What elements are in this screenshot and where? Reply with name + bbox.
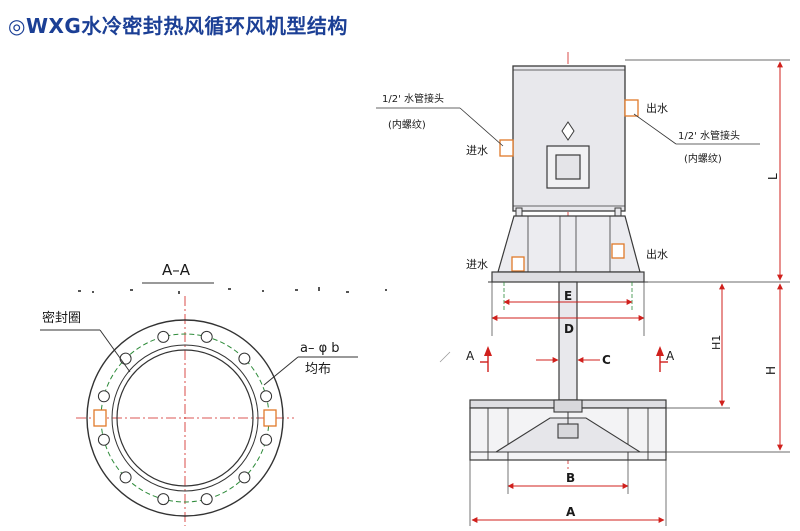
outlet-upper-label: 出水: [646, 101, 668, 115]
dimension-E-label: E: [564, 289, 572, 303]
bolt-hole: [200, 493, 213, 506]
bolt-hole: [238, 352, 251, 365]
lifting-eye: [561, 121, 575, 141]
dimension-A-label: A: [566, 505, 576, 519]
dimension-B-label: B: [566, 471, 575, 485]
dimension-H-label: H: [764, 366, 778, 375]
holes-leader: [263, 356, 299, 386]
right-fitting-note: (内螺纹): [684, 152, 722, 165]
bolt-hole: [200, 330, 213, 343]
mounting-flange: [491, 271, 645, 283]
junction-box-cover: [555, 154, 581, 180]
section-view: A–A 密封圈: [40, 261, 387, 526]
seal-label: 密封圈: [42, 310, 81, 326]
section-mark-right: A: [666, 349, 675, 363]
diagram-title: ◎WXG水冷密封热风循环风机型结构: [8, 14, 348, 38]
bolt-hole: [119, 471, 132, 484]
water-port-right: [263, 409, 277, 427]
dimension-L-label: L: [766, 173, 780, 180]
hub-nut-lower: [557, 423, 579, 439]
bolt-hole: [238, 471, 251, 484]
bore-circle: [116, 349, 254, 487]
bolt-hole: [260, 433, 273, 446]
flange-outer-circle: [86, 319, 284, 517]
bolt-hole: [97, 433, 110, 446]
seal-ring-circle: [111, 344, 259, 492]
bolt-hole: [119, 352, 132, 365]
right-fitting-leader: [633, 113, 677, 145]
bolt-hole: [97, 390, 110, 403]
top-fitting-leader: [459, 107, 504, 147]
scan-noise: [78, 287, 387, 294]
top-fitting-label: 1/2' 水管接头: [382, 92, 444, 105]
section-arrow-right: [656, 346, 664, 356]
holes-note: 均布: [305, 362, 331, 377]
lower-outlet-fitting: [611, 243, 625, 259]
top-fitting-note: (内螺纹): [388, 118, 426, 131]
seal-leader: [99, 329, 131, 373]
upper-outlet-fitting: [624, 99, 639, 117]
inlet-lower-label: 进水: [466, 258, 488, 271]
hub-nut-upper: [553, 399, 583, 413]
upper-inlet-fitting: [499, 139, 514, 157]
dimension-D-label: D: [564, 322, 574, 336]
holes-label: a– φ b: [300, 341, 340, 356]
inlet-upper-label: 进水: [466, 144, 488, 157]
lower-inlet-fitting: [511, 256, 525, 272]
section-arrow-left: [484, 346, 492, 356]
bolt-hole: [157, 330, 170, 343]
outlet-lower-label: 出水: [646, 247, 668, 261]
front-view: L H1 H E D C A: [376, 52, 790, 526]
dimension-C-label: C: [602, 353, 611, 367]
bolt-holes: [97, 330, 273, 506]
bolt-hole: [157, 493, 170, 506]
dimension-H1-label: H1: [710, 335, 723, 350]
water-port-left: [93, 409, 107, 427]
section-label: A–A: [162, 261, 191, 279]
bolt-hole: [260, 390, 273, 403]
section-mark-left: A: [466, 349, 475, 363]
right-fitting-label: 1/2' 水管接头: [678, 129, 740, 142]
